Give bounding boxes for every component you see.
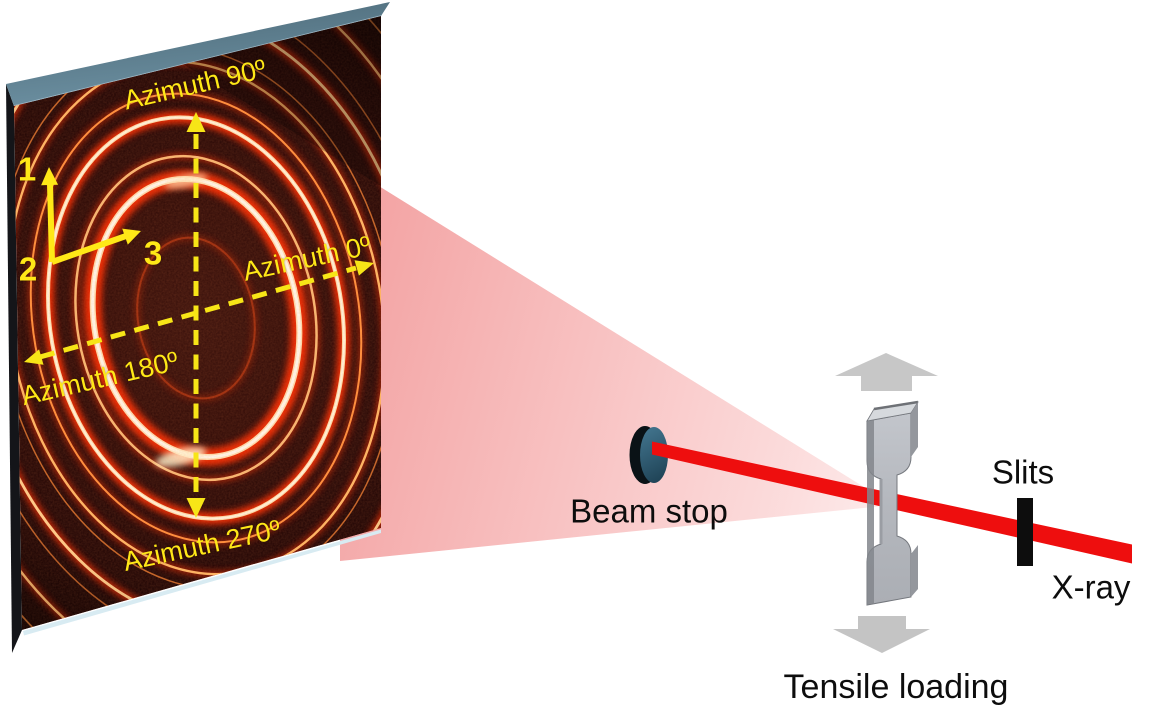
- sample-coordinate-axes: [41, 167, 141, 265]
- axis-3-arrow-shaft: [51, 233, 127, 265]
- detector-top-bevel: [6, 2, 390, 106]
- beam-stop-disc: [629, 426, 668, 484]
- tensile-down-arrow: [833, 616, 930, 653]
- specimen-top-back-edge: [873, 400, 919, 411]
- azimuth-0-arrowhead: [354, 260, 374, 276]
- detector-panel: [14, 16, 381, 630]
- cone-shadow-on-panel: [180, 17, 381, 186]
- specimen-left-shading: [867, 420, 874, 605]
- axis-3-label: 3: [143, 234, 163, 272]
- azimuth-90-arrowhead: [186, 112, 206, 132]
- axis-3-arrowhead: [122, 228, 141, 245]
- axis-1-label: 1: [17, 150, 37, 188]
- axis-1-arrowhead: [41, 167, 59, 186]
- axis-2-label: 2: [18, 250, 38, 288]
- tensile-up-arrow: [835, 353, 938, 391]
- slits-label: Slits: [991, 453, 1055, 491]
- azimuth-180-arrowhead: [24, 349, 44, 365]
- azimuth-0-180-dashed-line: [39, 265, 357, 360]
- x-ray-label: X-ray: [1051, 568, 1131, 606]
- axis-1-arrow-shaft: [47, 183, 55, 263]
- beam-stop-label: Beam stop: [570, 492, 728, 530]
- specimen-right-side-top: [911, 402, 918, 457]
- detector-vignette: [14, 16, 381, 630]
- tensile-specimen: [866, 400, 919, 606]
- detector-side-edge: [6, 84, 22, 653]
- slit-bar: [1017, 498, 1033, 566]
- specimen-right-side-bottom: [911, 545, 918, 597]
- tensile-loading-label: Tensile loading: [783, 668, 1009, 706]
- detector-bottom-edge: [23, 529, 381, 636]
- azimuth-270-arrowhead: [186, 498, 206, 518]
- azimuth-axes: [24, 112, 374, 518]
- scatter-cone: [340, 162, 893, 561]
